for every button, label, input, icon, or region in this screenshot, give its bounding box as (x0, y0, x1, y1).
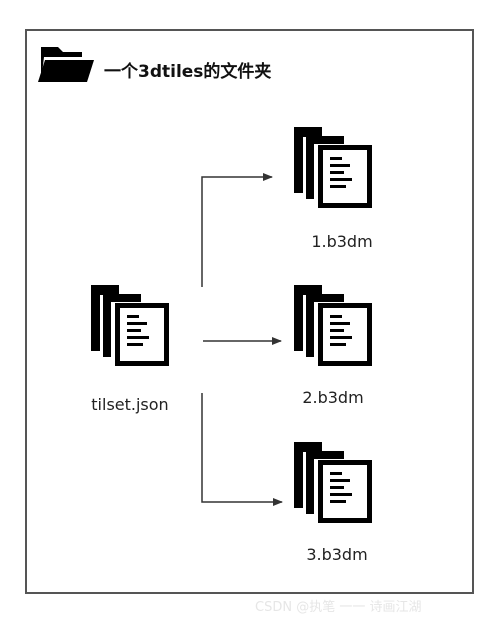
file-label-tile-1[interactable]: 1.b3dm (311, 232, 373, 251)
tilset-json-icon[interactable] (91, 285, 167, 364)
file-label-tile-3[interactable]: 3.b3dm (306, 545, 368, 564)
connector-3 (201, 393, 283, 506)
tile-2-icon[interactable] (294, 285, 370, 364)
connector-1 (201, 173, 273, 287)
file-label-tile-2[interactable]: 2.b3dm (302, 388, 364, 407)
folder-title: 一个3dtiles的文件夹 (104, 62, 272, 82)
folder-frame (25, 29, 474, 594)
watermark-text: CSDN @执笔 一一 诗画江湖 (255, 600, 422, 615)
tile-1-icon[interactable] (294, 127, 370, 206)
tile-3-icon[interactable] (294, 442, 370, 521)
file-label-tilset-json[interactable]: tilset.json (91, 395, 169, 414)
folder-icon (38, 47, 94, 82)
